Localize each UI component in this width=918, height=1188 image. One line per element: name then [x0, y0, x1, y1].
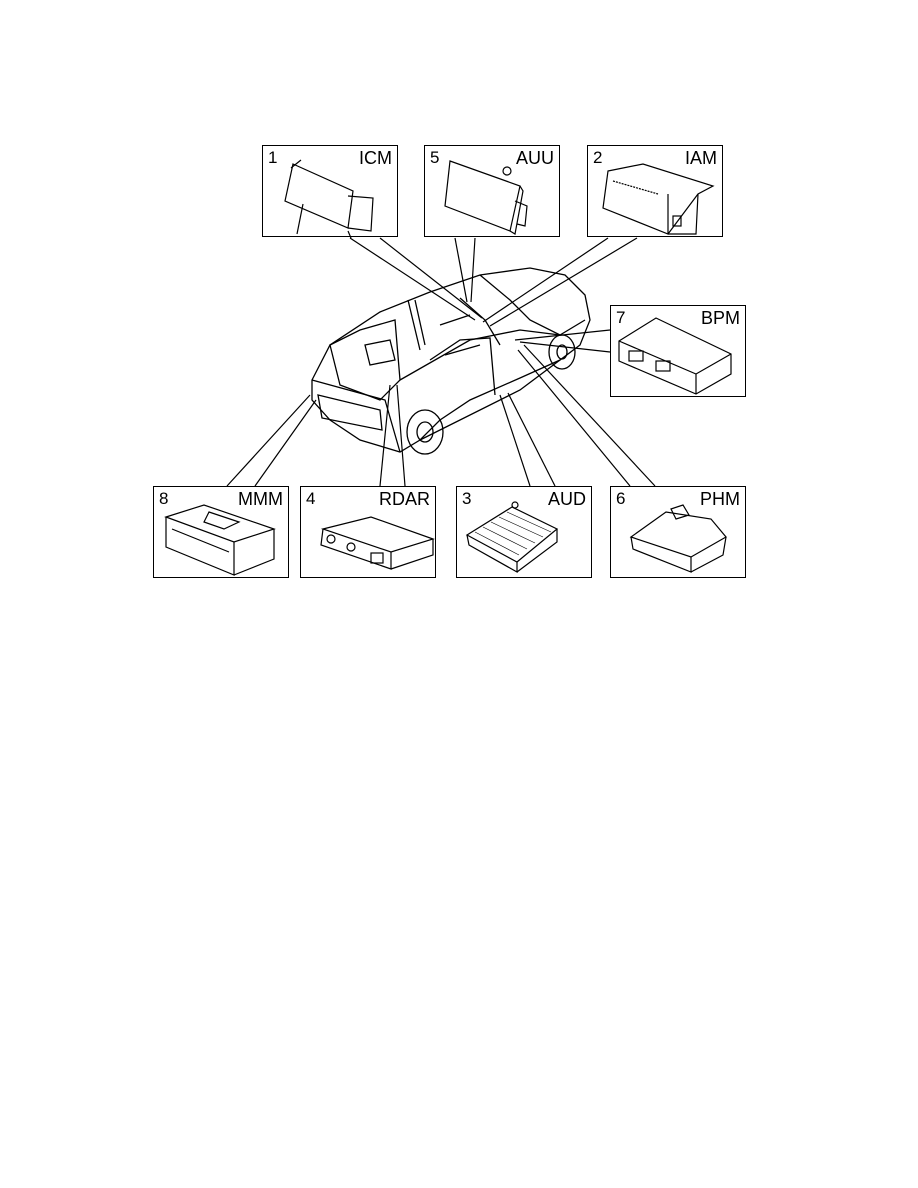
module-number: 2: [593, 148, 603, 167]
car-illustration: [311, 267, 591, 455]
module-label: AUU: [515, 148, 554, 168]
module-label: ICM: [359, 148, 392, 168]
module-number: 4: [306, 489, 316, 508]
module-label: BPM: [700, 308, 740, 328]
iam-module-image: [602, 163, 715, 235]
module-label: AUD: [547, 489, 586, 509]
module-box-mmm: 8 MMM: [153, 486, 289, 578]
module-number: 8: [159, 489, 169, 508]
module-box-auu: 5 AUU: [424, 145, 560, 237]
module-box-rdar: 4 RDAR: [300, 486, 436, 578]
module-box-phm: 6 PHM: [610, 486, 746, 578]
rdar-module-image: [320, 516, 435, 570]
phm-module-image: [629, 504, 727, 573]
bpm-module-image: [618, 317, 732, 395]
module-label: PHM: [700, 489, 740, 509]
module-number: 3: [462, 489, 472, 508]
icm-module-image: [284, 159, 374, 238]
module-label: MMM: [238, 489, 283, 509]
module-box-icm: 1 ICM: [262, 145, 398, 238]
module-label: IAM: [684, 148, 717, 168]
mmm-module-image: [164, 504, 276, 576]
leader-lines: [226, 237, 656, 487]
module-number: 1: [268, 148, 278, 167]
module-number: 5: [430, 148, 440, 167]
module-number: 6: [616, 489, 626, 508]
module-number: 7: [616, 308, 626, 327]
module-box-iam: 2 IAM: [587, 145, 723, 237]
aud-module-image: [465, 501, 559, 574]
auu-module-image: [444, 160, 528, 235]
module-label: RDAR: [378, 489, 430, 509]
module-box-bpm: 7 BPM: [610, 305, 746, 397]
module-box-aud: 3 AUD: [456, 486, 592, 578]
